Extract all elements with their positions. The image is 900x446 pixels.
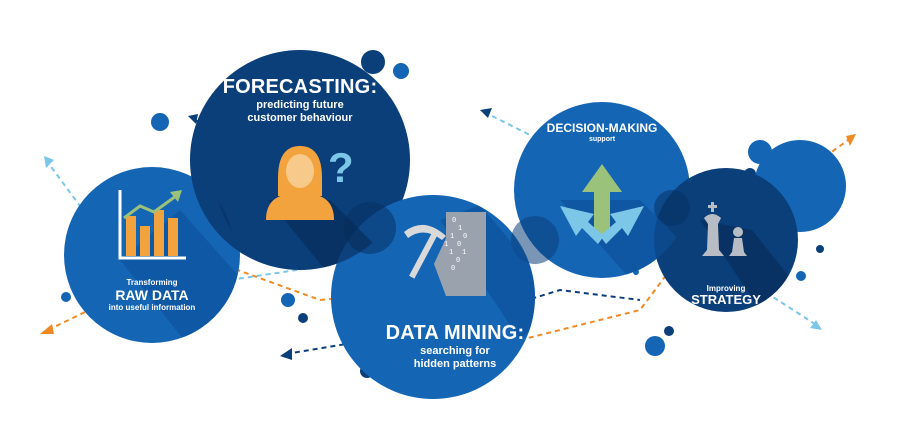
pickaxe-head — [404, 224, 446, 240]
raw-data-line1: Transforming — [126, 278, 178, 287]
chart-axis — [118, 190, 186, 260]
data-mining-title: DATA MINING: — [385, 322, 525, 344]
strategy-line1: Improving — [706, 284, 746, 293]
dot — [664, 326, 674, 336]
blue-arrow-top-left — [44, 156, 54, 168]
navy-arrow-forecast — [188, 114, 198, 124]
raw-data-line3: into useful information — [108, 303, 196, 313]
orange-arrow-left — [40, 324, 54, 334]
binary-digit: 0 — [457, 241, 461, 249]
dot — [796, 271, 806, 281]
dot — [816, 245, 824, 253]
pawn-head — [733, 227, 743, 237]
bar-chart-icon — [118, 190, 186, 260]
dot — [645, 336, 665, 356]
orange-dashed-line-right — [519, 139, 849, 341]
chart-bar — [140, 226, 150, 256]
three-arrows-icon — [560, 164, 644, 244]
binary-digit: 0 — [456, 257, 460, 265]
chart-bar — [154, 210, 164, 256]
person-question-icon: ? — [266, 144, 354, 220]
binary-digit: 1 — [462, 249, 466, 257]
blue-arrow-bottom-right — [810, 320, 822, 330]
forecasting-line3: customer behaviour — [247, 111, 353, 124]
decision-making-line2: support — [588, 135, 616, 143]
orange-arrow-right — [846, 134, 856, 146]
dot — [281, 293, 295, 307]
pickaxe-handle — [409, 233, 437, 279]
forecasting-line2: predicting future — [256, 99, 344, 111]
shadow — [268, 200, 410, 270]
dot — [361, 50, 385, 74]
trend-arrow-head — [170, 190, 182, 202]
decision-making-label: DECISION-MAKING support — [532, 121, 672, 144]
overlap-shape — [654, 190, 690, 226]
blue-arrow-top — [480, 108, 492, 118]
arrow-left — [560, 206, 604, 244]
trend-line — [123, 194, 177, 220]
arrow-right — [600, 206, 644, 244]
blue-dashed-line-top — [483, 111, 641, 176]
question-mark-icon: ? — [328, 144, 354, 191]
king-piece — [702, 214, 724, 256]
binary-digit: 0 — [452, 217, 456, 225]
overlap-shape — [218, 200, 232, 232]
decision-making-title: DECISION-MAKING — [546, 121, 658, 135]
raw-data-title: RAW DATA — [115, 287, 189, 304]
binary-digit: 1 — [449, 249, 453, 257]
binary-digit: 1 — [444, 241, 448, 249]
binary-digit: 1 — [458, 225, 462, 233]
raw-data-label: Transforming RAW DATA into useful inform… — [92, 278, 212, 312]
chess-pieces-icon — [702, 202, 747, 256]
forecasting-label: FORECASTING: predicting future customer … — [210, 76, 390, 124]
binary-digits: 0 1 1 0 1 0 0 1 1 0 — [444, 217, 467, 273]
forecasting-title: FORECASTING: — [222, 76, 378, 98]
binary-digit: 0 — [451, 265, 455, 273]
pawn-body — [729, 238, 747, 256]
overlap-shape — [511, 216, 559, 264]
strategy-title: STRATEGY — [691, 292, 761, 308]
navy-arrow-bottom — [280, 348, 292, 360]
strategy-label: Improving STRATEGY — [676, 284, 776, 308]
data-mining-line2: searching for — [420, 345, 490, 357]
rock-wall — [434, 212, 486, 296]
dot — [298, 313, 308, 323]
arrow-up — [582, 164, 622, 238]
chart-bar — [126, 216, 136, 256]
binary-digit: 0 — [463, 233, 467, 241]
chart-bar — [168, 218, 178, 256]
data-mining-label: DATA MINING: searching for hidden patter… — [370, 322, 540, 370]
arrow-heads — [40, 108, 856, 360]
shadow — [700, 220, 798, 310]
pickaxe-rock-icon: 0 1 1 0 1 0 0 1 1 0 — [404, 212, 486, 296]
binary-digit: 1 — [450, 233, 454, 241]
person-body — [266, 194, 334, 220]
dot — [393, 63, 409, 79]
king-cross-h — [708, 205, 717, 208]
person-face — [286, 154, 314, 188]
data-mining-line3: hidden patterns — [413, 357, 497, 370]
dot — [151, 113, 169, 131]
dot — [61, 292, 71, 302]
